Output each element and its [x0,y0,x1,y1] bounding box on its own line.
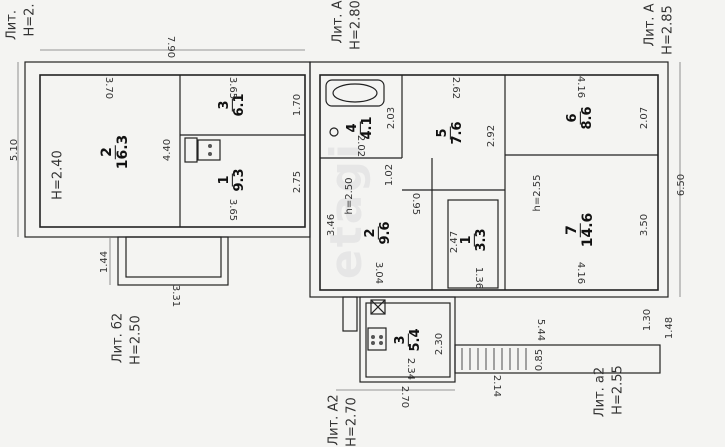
dim-step-length: 2.14 [491,374,502,398]
lit-label-top-right: Лит. А [642,3,658,47]
dim-step-width: 0.85 [534,348,545,372]
dim-r3-height: 1.70 [292,93,303,117]
dim-r7-height: 3.50 [639,213,650,237]
room-2-height: Н=2.40 [50,150,66,200]
lit-height-a2-upper: Н=2.70 [344,397,360,447]
dim-r1-height: 2.75 [292,170,303,194]
lit-height-a2-lower: Н=2.55 [610,365,626,415]
dim-porch-height: 1.44 [99,250,110,274]
dim-annex-far: 1.48 [664,316,675,340]
dim-overall-left-width: 7.90 [165,35,176,59]
porch-b2-outline [117,236,229,286]
dim-r4-width: 2.02 [355,134,366,158]
lit-label-a2-upper: Лит. А2 [326,394,342,446]
dim-r2b-height: 3.46 [326,213,337,237]
right-house-outline [309,61,669,298]
lit-label-top-mid: Лит. А [330,0,346,44]
dim-r3-width: 3.65 [227,76,238,100]
room-7-height: h=2.55 [532,174,543,212]
dim-annex-right: 1.30 [642,308,653,332]
dim-porch-width: 3.31 [170,284,181,308]
dim-r6-width: 4.16 [575,75,586,99]
dim-r1b-width: 0.95 [410,192,421,216]
dim-annex-width: 5.44 [535,318,546,342]
dim-r2-height: 4.40 [162,138,173,162]
dim-r4-gap: 1.02 [384,163,395,187]
dim-right-height: 6.50 [676,173,687,197]
dim-r1b-bottom: 1.36 [473,266,484,290]
dim-r5-height: 2.92 [486,124,497,148]
dim-r1b-height: 2.47 [449,230,460,254]
dim-left-height: 5.10 [9,138,20,162]
lit-height-top-left: Н=2. [22,3,38,37]
dim-r4-height: 2.03 [386,106,397,130]
lit-label-a2-lower: Лит. а2 [592,366,608,418]
dim-r3b-out: 2.70 [399,385,410,409]
lit-height-top-right: Н=2.85 [660,5,676,55]
dim-r3b-width: 2.34 [405,357,416,381]
annex-a2-outline [359,296,456,383]
lit-label-b2: Лит. б2 [110,312,126,364]
room-2-right-height: h=2.50 [344,177,355,215]
lit-label-top-left: Лит. [4,10,20,40]
dim-r6-height: 2.07 [639,106,650,130]
dim-r1-width: 3.65 [227,198,238,222]
dim-r7-width: 4.16 [575,261,586,285]
dim-r2b-width: 3.04 [373,261,384,285]
dim-r5-width: 2.62 [450,76,461,100]
lit-height-b2: Н=2.50 [128,315,144,365]
lit-height-top-mid: Н=2.80 [348,0,364,50]
dim-r3b-height: 2.30 [434,332,445,356]
dim-r2-width: 3.70 [103,76,114,100]
